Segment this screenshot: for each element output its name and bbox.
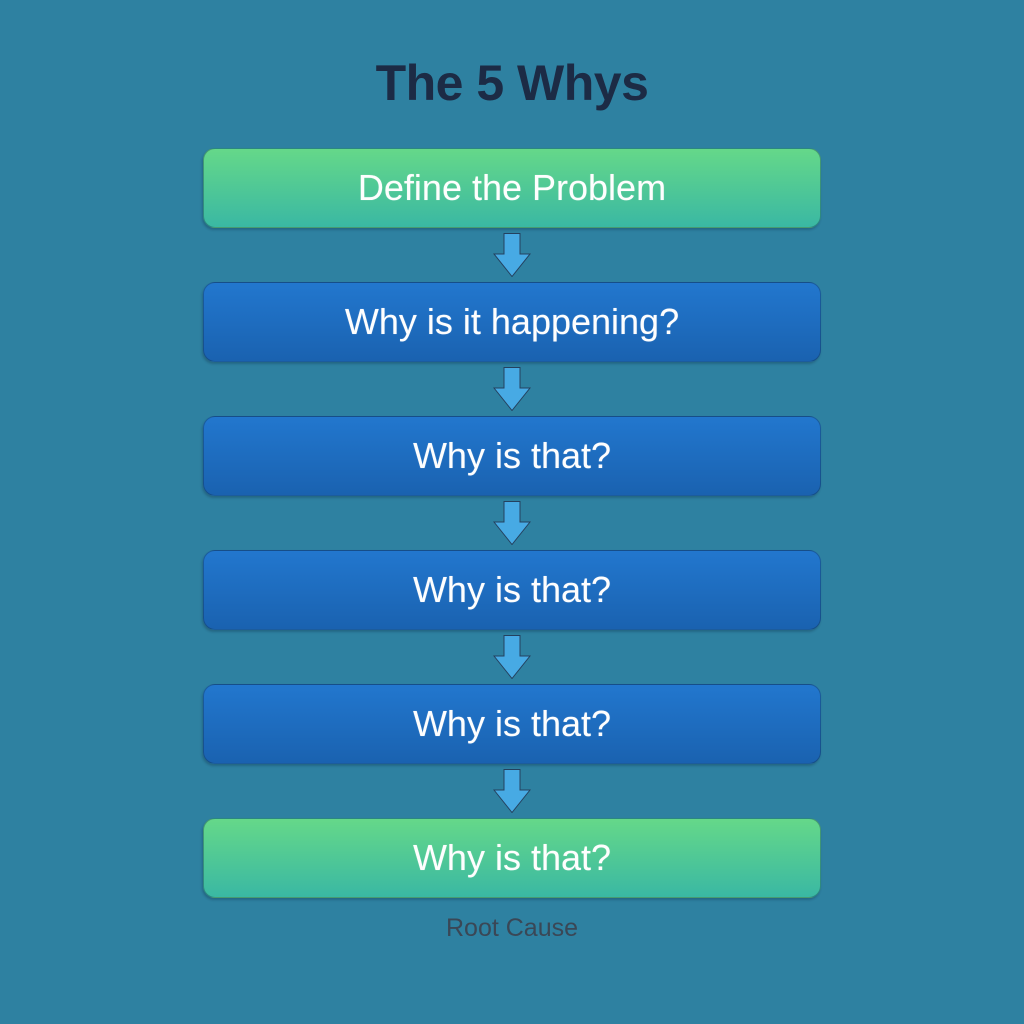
step-label: Why is it happening? xyxy=(344,301,680,342)
down-arrow-icon xyxy=(493,233,531,277)
flow-step-root-cause: Why is that? xyxy=(203,818,821,898)
step-label: Why is that? xyxy=(412,837,612,878)
arrow-connector xyxy=(493,228,531,282)
step-label: Why is that? xyxy=(412,569,612,610)
step-label: Define the Problem xyxy=(357,167,667,208)
flow-step-define-problem: Define the Problem xyxy=(203,148,821,228)
down-arrow-icon xyxy=(493,367,531,411)
flow-step-why-4: Why is that? xyxy=(203,684,821,764)
down-arrow-icon xyxy=(493,501,531,545)
flow-step-why-2: Why is that? xyxy=(203,416,821,496)
page-title: The 5 Whys xyxy=(375,55,649,111)
down-arrow-icon xyxy=(493,635,531,679)
down-arrow-icon xyxy=(493,769,531,813)
flow-step-why-3: Why is that? xyxy=(203,550,821,630)
arrow-connector xyxy=(493,496,531,550)
step-label: Why is that? xyxy=(412,703,612,744)
flow-step-why-1: Why is it happening? xyxy=(203,282,821,362)
flow-stack: Define the Problem Why is it happening? … xyxy=(203,148,821,898)
step-label: Why is that? xyxy=(412,435,612,476)
arrow-connector xyxy=(493,764,531,818)
arrow-connector xyxy=(493,362,531,416)
arrow-connector xyxy=(493,630,531,684)
root-cause-label: Root Cause xyxy=(445,914,579,942)
